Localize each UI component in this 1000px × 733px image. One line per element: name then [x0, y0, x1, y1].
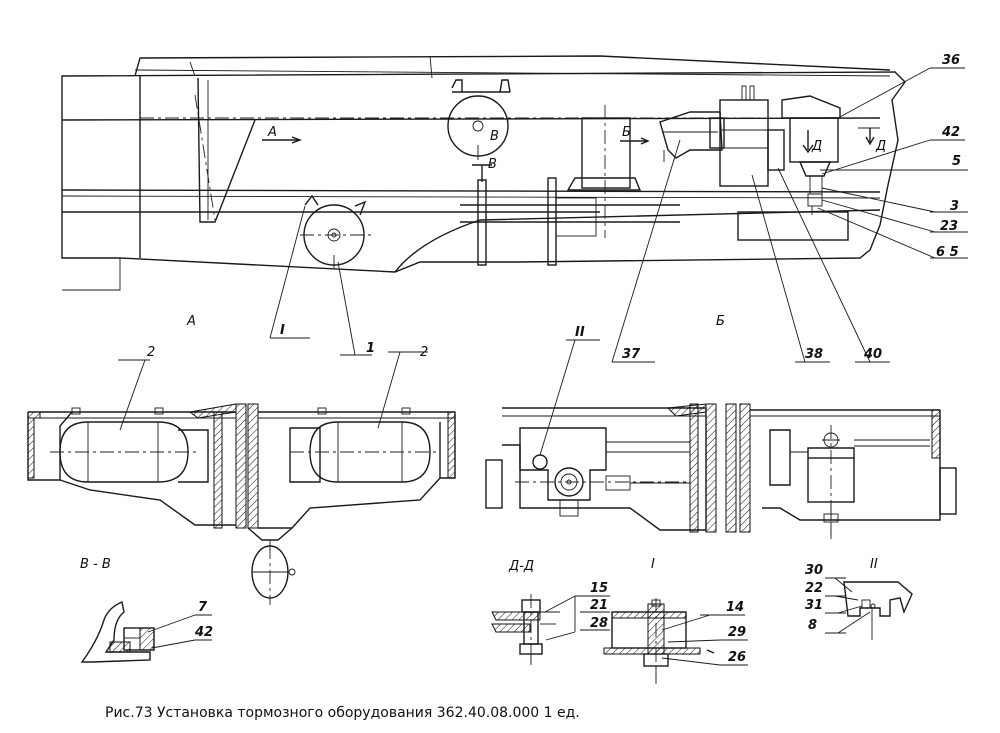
- arrow-label-V1: В: [490, 129, 499, 144]
- brake-cylinder: [659, 111, 725, 162]
- callout-7: 7: [198, 600, 208, 615]
- section-view-B: [485, 339, 957, 540]
- callout-22: 22: [805, 581, 823, 596]
- callout-42-bottom: 42: [194, 625, 213, 640]
- callout-8: 8: [808, 618, 817, 633]
- callout-2-right: 2: [420, 345, 428, 360]
- section-label-DD: Д-Д: [508, 559, 534, 574]
- callout-31: 31: [805, 598, 823, 613]
- callout-28: 28: [590, 616, 608, 631]
- labels: А Б В - В Д-Д I II А Б В В Д Д 36 42 5 3…: [80, 53, 961, 665]
- air-distributor: [719, 85, 785, 187]
- section-view-A: [27, 351, 456, 605]
- callout-37: 37: [622, 347, 641, 362]
- detail-label-I: I: [651, 557, 655, 572]
- view-label-B: Б: [716, 314, 725, 329]
- arrow-label-A: А: [267, 125, 277, 140]
- callout-30: 30: [805, 563, 823, 578]
- dust-collector: [781, 95, 880, 215]
- callout-36: 36: [942, 53, 960, 68]
- detail-D-D: [491, 594, 610, 668]
- callout-40: 40: [863, 347, 882, 362]
- callout-I: I: [280, 323, 285, 338]
- detail-I: [603, 598, 748, 684]
- callout-1: 1: [366, 341, 375, 356]
- central-column: [566, 105, 642, 238]
- arrow-label-V2: В: [488, 157, 497, 172]
- callout-II: II: [575, 325, 585, 340]
- callout-42-top: 42: [941, 125, 960, 140]
- callout-3: 3: [950, 199, 959, 214]
- callout-15: 15: [590, 581, 608, 596]
- arrow-label-B: Б: [622, 125, 631, 140]
- callout-23: 23: [940, 219, 958, 234]
- callout-29: 29: [728, 625, 746, 640]
- callout-14: 14: [726, 600, 744, 615]
- callout-38: 38: [805, 347, 823, 362]
- arrow-label-D2: Д: [875, 139, 886, 154]
- reservoir-1: [300, 194, 372, 268]
- callout-2-left: 2: [147, 345, 155, 360]
- arrow-label-D1: Д: [811, 139, 822, 154]
- callout-26: 26: [728, 650, 746, 665]
- callout-5: 5: [952, 154, 961, 169]
- figure-caption: Рис.73 Установка тормозного оборудования…: [105, 705, 580, 721]
- detail-II: [825, 577, 913, 640]
- view-label-A: А: [186, 314, 196, 329]
- axle: [460, 177, 680, 266]
- callout-6-5: 6 5: [936, 245, 959, 260]
- reservoir-2: [447, 79, 511, 160]
- detail-V-V: [80, 601, 212, 663]
- section-label-VV: В - В: [80, 557, 111, 572]
- callout-21: 21: [590, 598, 608, 613]
- main-side-view: [61, 55, 968, 363]
- detail-label-II: II: [870, 557, 878, 572]
